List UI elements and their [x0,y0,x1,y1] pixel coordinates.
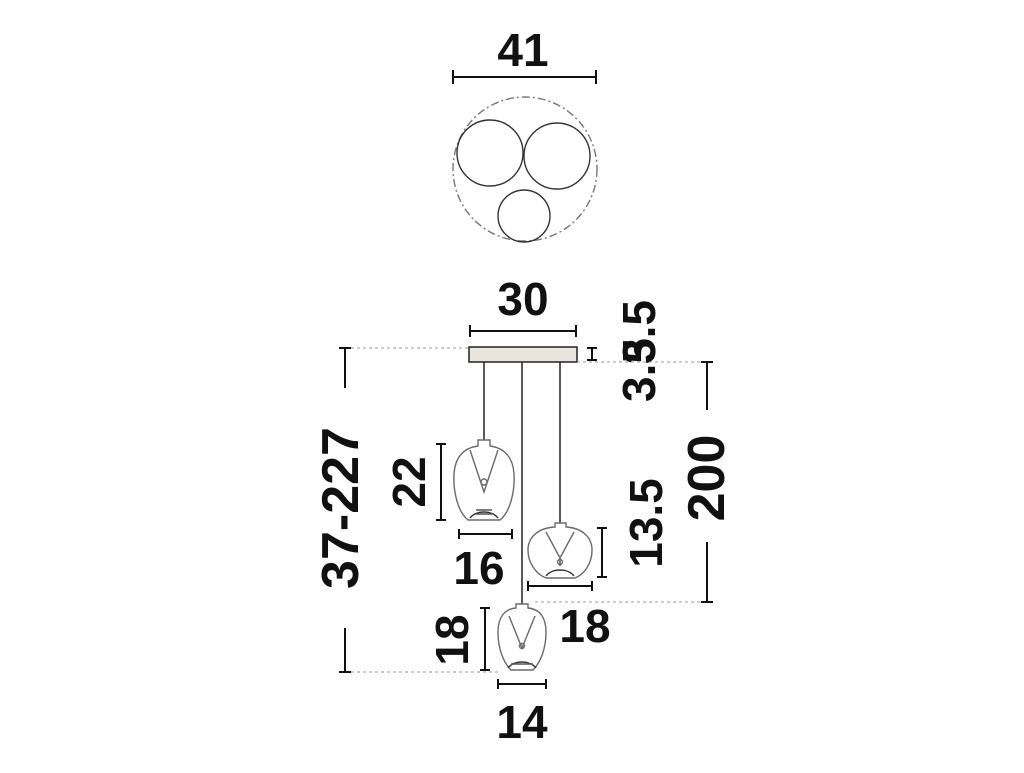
dim-max-cable-label: 200 [678,435,736,522]
pendant-shade-mid [497,603,547,671]
canopy-outline-circle [452,96,598,242]
dim-top-width-line [452,70,597,84]
dim-shade-small-height-line [597,527,607,578]
dim-shade-small-height-label: 13.5 [620,478,672,568]
dim-shade-small-width-label: 18 [559,600,610,652]
cables [483,362,561,604]
pendant-shade-large [453,439,515,521]
pendant-shade-small [527,522,593,579]
dim-canopy-height-label: 3.5 [613,300,665,364]
reference-lines [345,347,705,673]
dim-shade-large-height-line [436,443,446,521]
dim-canopy-width-label: 30 [497,273,548,325]
dim-shade-mid-height-label: 18 [426,614,478,665]
top-view: 41 [452,24,598,243]
dim-cable-drop-label: 3.5 [613,338,665,402]
dim-top-width-label: 41 [497,24,548,76]
dim-max-cable-line [701,361,713,603]
shade-circle-right [523,122,591,190]
dim-canopy-height-line [587,347,597,361]
shade-circle-bottom [497,189,551,243]
dim-shade-large-height-label: 22 [383,456,435,507]
dim-shade-large-width-label: 16 [453,542,504,594]
dim-overall-height-line [339,347,351,673]
dim-shade-large-width-line [458,529,513,539]
canopy-plate [468,346,578,363]
dim-shade-mid-width-line [497,679,547,689]
shade-circle-left [456,119,524,187]
dim-shade-small-width-line [527,581,593,591]
dim-overall-height-label: 37-227 [312,427,370,589]
dim-shade-mid-height-line [480,607,490,671]
front-view: 30 3.5 3.5 37-2 [312,273,736,748]
dim-canopy-width-line [469,325,577,337]
dim-shade-mid-width-label: 14 [496,696,548,748]
